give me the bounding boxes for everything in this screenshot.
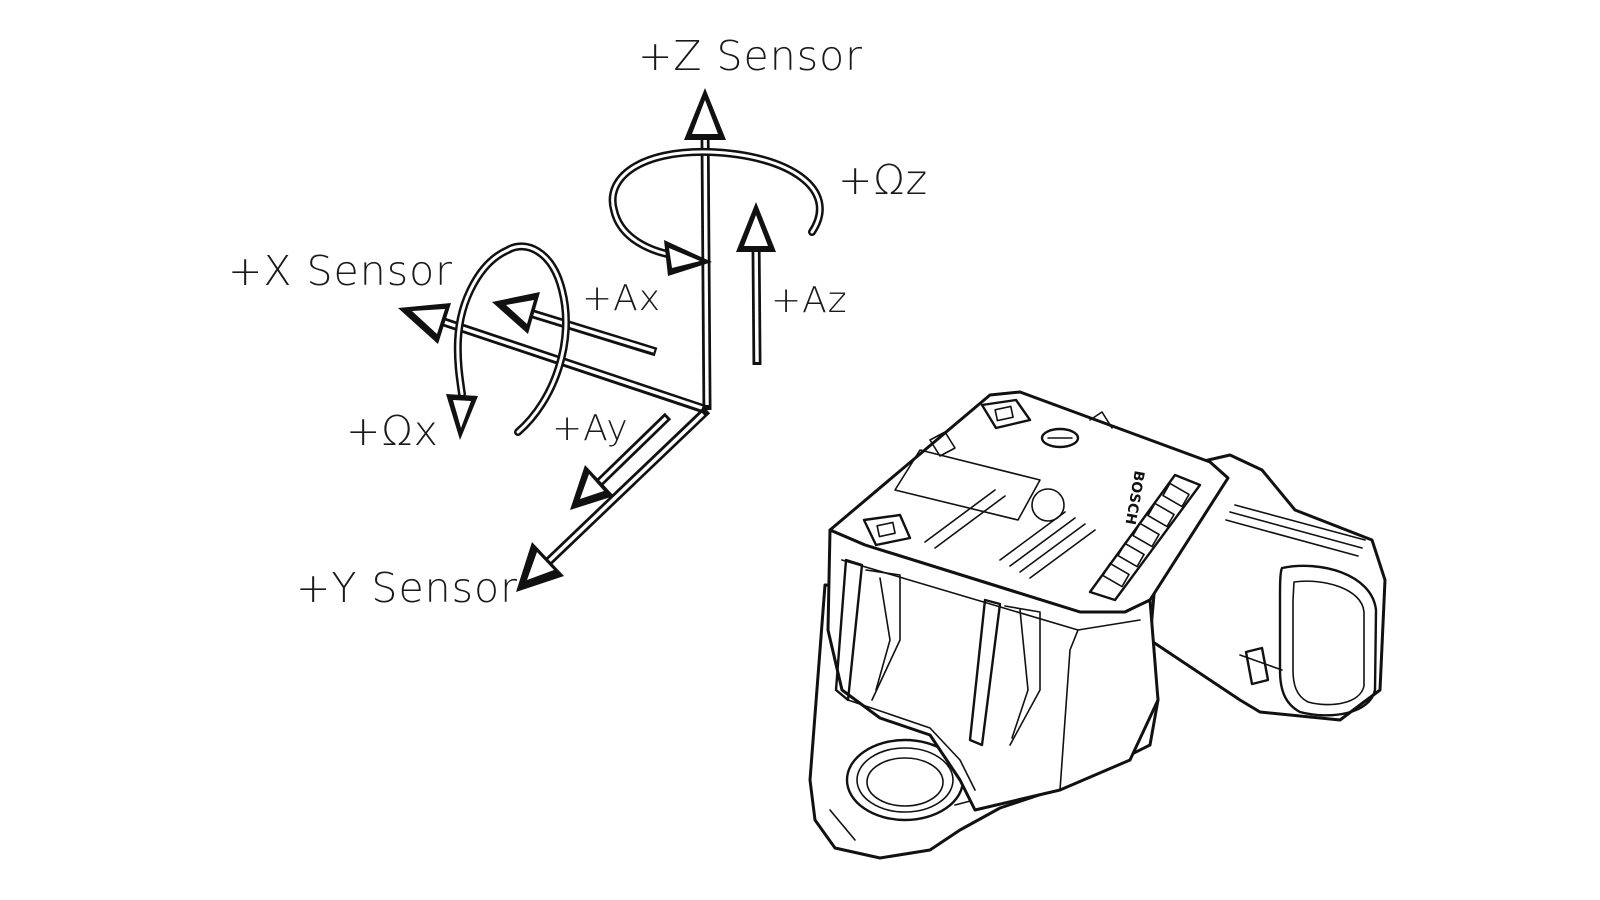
accel-z-arrow bbox=[736, 202, 776, 366]
accel-x-arrow bbox=[492, 292, 658, 357]
accel-y-arrow bbox=[570, 412, 672, 510]
x-sensor-label: +X Sensor bbox=[228, 247, 453, 295]
ay-label: +Ay bbox=[552, 408, 629, 449]
ax-label: +Ax bbox=[582, 278, 661, 319]
rotation-x-arrow bbox=[446, 242, 570, 440]
y-sensor-label: +Y Sensor bbox=[296, 564, 518, 612]
az-label: +Az bbox=[771, 280, 848, 321]
rotation-z-arrow bbox=[608, 147, 824, 276]
omega-x-label: +Ωx bbox=[346, 407, 439, 455]
axis-z-arrow bbox=[684, 88, 726, 411]
sensor-module-icon: BOSCH bbox=[808, 390, 1387, 860]
axis-y-arrow bbox=[516, 406, 711, 592]
z-sensor-label: +Z Sensor bbox=[638, 32, 863, 80]
axis-x-arrow bbox=[398, 303, 709, 415]
omega-z-label: +Ωz bbox=[838, 156, 928, 204]
